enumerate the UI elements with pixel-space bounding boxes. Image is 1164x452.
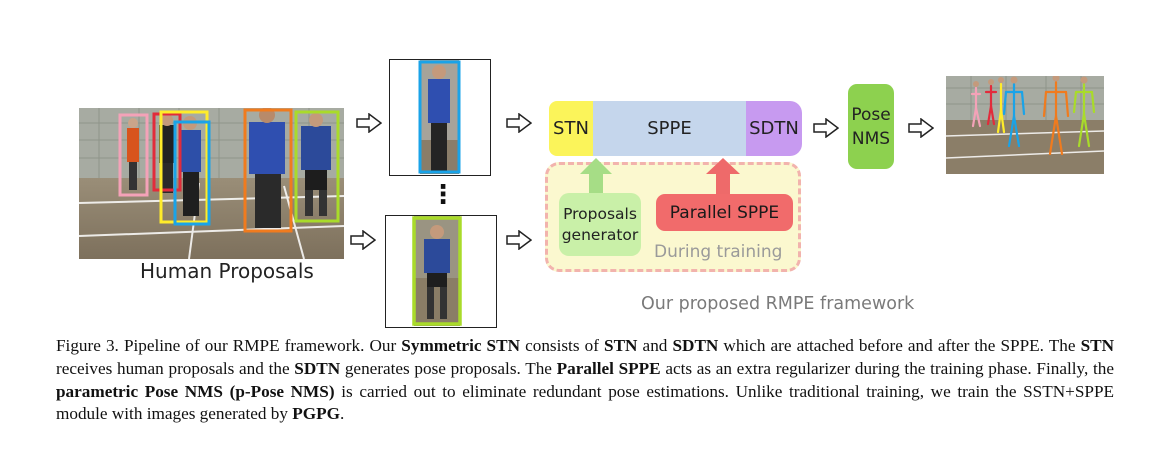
caption-bold: STN xyxy=(604,336,638,355)
arrow-to-stn-icon xyxy=(506,113,532,133)
red-up-arrow-icon xyxy=(706,158,740,194)
caption-text: Pipeline of our RMPE framework. Our xyxy=(118,336,402,355)
output-image xyxy=(946,76,1104,174)
pose-nms-line2: NMS xyxy=(851,128,891,149)
caption-text: is carried out to eliminate redundant po… xyxy=(56,381,1115,424)
parallel-sppe-box: Parallel SPPE xyxy=(656,194,793,231)
arrow-to-crop-top-icon xyxy=(356,113,382,133)
pose-nms-line1: Pose xyxy=(851,104,891,125)
caption-figure-number: Figure 3. xyxy=(56,336,119,355)
caption-bold: PGPG xyxy=(292,404,341,424)
arrow-to-training-icon xyxy=(506,230,532,250)
caption-bold: SDTN xyxy=(672,336,719,355)
sdtn-box: SDTN xyxy=(746,101,802,156)
proposals-generator-box: Proposals generator xyxy=(559,193,641,256)
human-proposals-label: Human Proposals xyxy=(140,259,314,283)
sppe-label: SPPE xyxy=(647,118,692,139)
input-image xyxy=(79,108,344,259)
during-training-label: During training xyxy=(654,242,783,262)
framework-label: Our proposed RMPE framework xyxy=(641,294,915,314)
caption-text: and xyxy=(637,336,673,355)
sppe-box: SPPE xyxy=(593,101,746,156)
caption-text: receives human proposals and the xyxy=(56,358,295,378)
ellipsis: ⋮ xyxy=(430,180,456,210)
crop-frame-top xyxy=(389,59,491,176)
sdtn-label: SDTN xyxy=(749,118,799,139)
proposals-generator-line1: Proposals xyxy=(563,204,637,223)
pose-nms-box: Pose NMS xyxy=(848,84,894,169)
caption-bold: Symmetric STN xyxy=(401,336,520,355)
caption-text: consists of xyxy=(520,336,605,355)
caption-text: acts as an extra regularizer during the … xyxy=(660,358,1114,378)
caption-bold: Parallel SPPE xyxy=(556,358,661,378)
arrow-to-crop-bottom-icon xyxy=(350,230,376,250)
caption-text: generates pose proposals. The xyxy=(340,358,557,378)
figure-caption: Figure 3. Pipeline of our RMPE framework… xyxy=(56,335,1114,426)
crop-frame-bottom xyxy=(385,215,497,328)
arrow-to-pose-nms-icon xyxy=(813,118,839,138)
caption-bold: SDTN xyxy=(294,358,341,378)
caption-bold: STN xyxy=(1080,336,1114,355)
stn-label: STN xyxy=(553,118,589,139)
green-up-arrow-icon xyxy=(580,158,612,196)
caption-text: which are attached before and after the … xyxy=(718,336,1081,355)
proposals-generator-line2: generator xyxy=(561,225,639,244)
caption-text: . xyxy=(340,404,345,424)
caption-bold: parametric Pose NMS (p-Pose NMS) xyxy=(56,381,335,401)
parallel-sppe-label: Parallel SPPE xyxy=(669,202,780,223)
arrow-to-output-icon xyxy=(908,118,934,138)
stn-box: STN xyxy=(549,101,593,156)
